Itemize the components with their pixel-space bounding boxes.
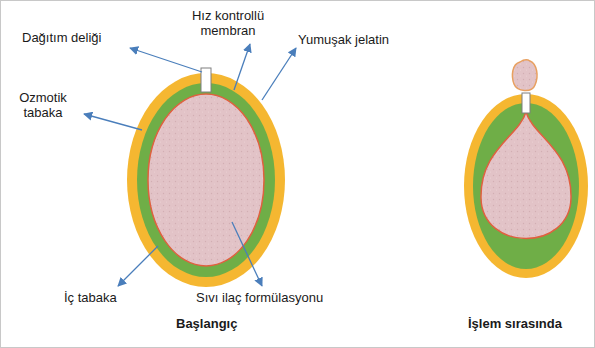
- part-label: Dağıtım deliği: [22, 30, 101, 45]
- caption-label: İşlem sırasında: [468, 316, 562, 331]
- rate-membrane: [127, 73, 285, 287]
- drug-core: [481, 112, 571, 239]
- leader-lines: [84, 44, 296, 286]
- leader-line: [130, 48, 202, 72]
- osmotic-layer: [137, 83, 275, 277]
- part-label: Sıvı ilaç formülasyonu: [196, 290, 323, 305]
- part-label: Hız kontrollü membran: [180, 8, 276, 38]
- part-label: Ozmotik tabaka: [6, 90, 80, 120]
- delivery-orifice: [522, 93, 530, 113]
- leader-line: [118, 246, 158, 286]
- delivery-orifice: [201, 68, 211, 92]
- leader-line: [234, 44, 250, 90]
- caption-label: Başlangıç: [176, 316, 237, 331]
- leader-line: [232, 222, 262, 286]
- released-drug: [512, 60, 537, 91]
- part-label: İç tabaka: [64, 290, 117, 305]
- drug-core: [148, 94, 264, 266]
- leader-line: [84, 114, 142, 130]
- leader-line: [262, 48, 296, 100]
- part-label: Yumuşak jelatin: [298, 32, 389, 47]
- osmotic-layer: [473, 103, 579, 269]
- capsule-operating: [464, 60, 588, 278]
- rate-membrane: [464, 94, 588, 278]
